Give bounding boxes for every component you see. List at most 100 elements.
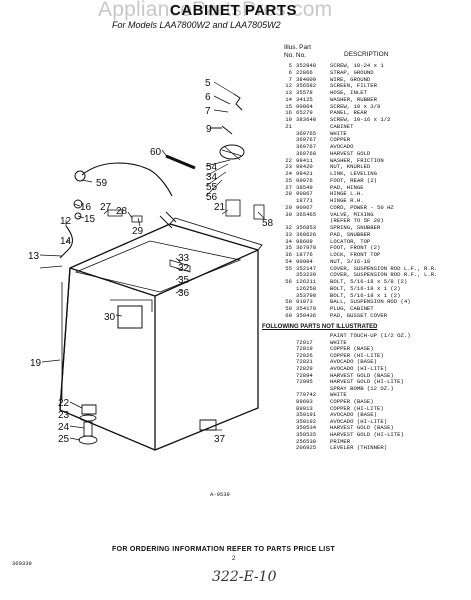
illus-number: 15	[285, 102, 292, 110]
part-number: 18771	[296, 197, 313, 204]
page-title: CABINET PARTS	[170, 2, 298, 19]
callout-37: 37	[214, 434, 226, 445]
part-description: PAD, SNUBBER	[330, 230, 371, 238]
part-number: 98420	[296, 163, 313, 171]
callout-36: 36	[178, 288, 190, 299]
illus-number: 12	[285, 82, 292, 90]
part-number: 90867	[296, 190, 313, 198]
callout-23: 23	[58, 410, 70, 421]
part-number: 35578	[296, 89, 313, 96]
part-number: 38549	[296, 183, 313, 191]
part-description: AVOCADO (BASE)	[330, 411, 377, 419]
callout-6: 6	[205, 92, 211, 103]
illus-number: 59	[285, 305, 292, 312]
part-number: 72821	[296, 358, 313, 366]
part-description: HARVEST GOLD (BASE)	[330, 371, 394, 379]
callout-19: 19	[30, 358, 42, 369]
part-number: 98609	[296, 237, 313, 245]
part-number: 350436	[296, 311, 317, 319]
illus-number: 24	[285, 170, 292, 177]
page-number: 2	[232, 556, 236, 562]
callout-33: 33	[178, 253, 190, 264]
part-description: COPPER	[330, 136, 351, 144]
part-description: LOCATOR, TOP	[330, 237, 371, 245]
part-number: 350534	[296, 424, 317, 432]
part-number: 126258	[296, 284, 317, 292]
part-description: COPPER (HI-LITE)	[330, 351, 384, 359]
illus-number: 35	[285, 244, 292, 252]
part-number: 384009	[296, 75, 317, 83]
part-number: 356582	[296, 82, 317, 90]
part-number: 350192	[296, 417, 317, 425]
part-description: COPPER (HI-LITE)	[330, 404, 384, 412]
part-number: 72017	[296, 338, 313, 346]
part-number: 353798	[296, 291, 317, 299]
part-description: COVER, SUSPENSION ROD L.F., R.R.	[330, 264, 438, 272]
callout-59: 59	[96, 178, 108, 189]
part-number: 369765	[296, 129, 317, 137]
not-illustrated-row: 72829 AVOCADO (HI-LITE)	[270, 364, 470, 373]
part-description: AVOCADO (HI-LITE)	[330, 364, 388, 372]
part-description: SCREW, 10-24 x 1	[330, 62, 384, 69]
watermark: AppliancePartsPros.com	[98, 0, 333, 21]
part-description: FOOT, REAR (2)	[330, 176, 377, 184]
part-number: 72829	[296, 364, 313, 372]
part-number: 98421	[296, 170, 313, 177]
part-row: (REFER TO 5F 20)	[270, 217, 470, 225]
part-number: 65279	[296, 109, 313, 117]
illus-number: 55	[285, 264, 292, 272]
illus-number: 23	[285, 163, 292, 171]
callout-13: 13	[28, 251, 40, 262]
column-header-line1: Illus. Part	[284, 44, 312, 51]
illus-number: 60	[285, 311, 292, 319]
callout-30: 30	[104, 312, 116, 323]
part-number: 369768	[296, 149, 317, 157]
callout-58: 58	[262, 218, 274, 229]
part-row: 12 356582 SCREEN, FILTER	[270, 82, 470, 90]
part-description: SCREEN, FILTER	[330, 82, 377, 90]
not-illustrated-row: SPRAY BOMB (12 OZ.)	[270, 385, 470, 393]
part-description: COPPER (BASE)	[330, 397, 374, 405]
part-number: 99976	[296, 176, 313, 184]
illus-number: 27	[285, 183, 292, 191]
part-description: HARVEST GOLD (BASE)	[330, 424, 394, 432]
illus-number: 33	[285, 230, 292, 238]
illus-number: 28	[285, 190, 292, 198]
part-description: AVOCADO	[330, 143, 354, 150]
part-description: LEVELER (THINNER)	[330, 444, 388, 452]
part-number: 779742	[296, 391, 317, 399]
callout-7: 7	[205, 106, 211, 117]
part-number: 18776	[296, 251, 313, 258]
illus-number: 36	[285, 251, 292, 258]
part-description: HARVEST GOLD (HI-LITE)	[330, 430, 404, 438]
part-number: 72819	[296, 345, 313, 353]
part-description: SPRING, SNUBBER	[330, 224, 381, 231]
part-description: HINGE L.H.	[330, 190, 364, 198]
callout-32: 32	[178, 263, 190, 274]
part-number: 369767	[296, 136, 317, 144]
part-description: BOLT, 5/16-18 x 1 (2)	[330, 284, 401, 292]
part-description: HINGE R.H.	[330, 197, 364, 204]
illus-number: 56	[285, 278, 292, 285]
cabinet-drawing	[39, 81, 265, 451]
part-number: 360626	[296, 230, 317, 238]
illus-number: 32	[285, 224, 292, 231]
part-description: COPPER (BASE)	[330, 345, 374, 353]
illus-number: 29	[285, 203, 292, 211]
